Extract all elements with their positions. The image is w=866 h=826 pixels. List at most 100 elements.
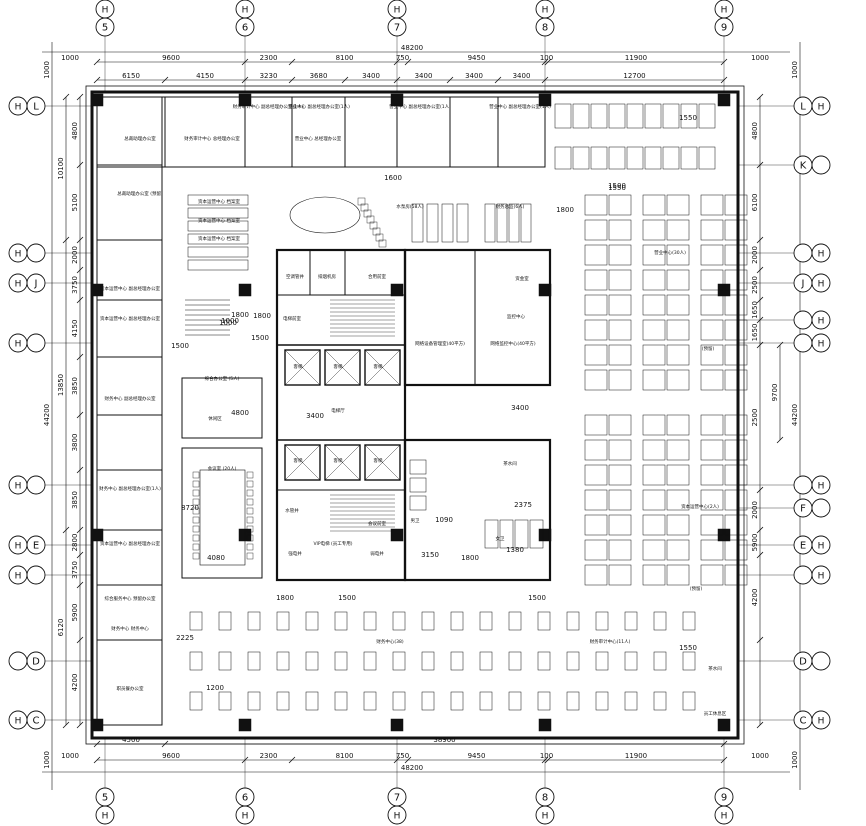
- toilet-stall: [529, 519, 544, 549]
- workstation: [584, 244, 608, 266]
- workstation: [642, 439, 666, 461]
- chair: [246, 543, 254, 551]
- workstation: [363, 611, 377, 631]
- workstation: [608, 194, 632, 216]
- room-label: 员工休息区: [704, 710, 727, 717]
- workstation: [700, 194, 724, 216]
- archive-shelf: [187, 233, 249, 245]
- room-label: 总裁助理办公室: [124, 135, 156, 142]
- axis-top-sub: [95, 0, 115, 19]
- room-label: 监控中心: [507, 313, 525, 320]
- axis-bottom-sub-id: H: [721, 812, 728, 822]
- dim-text: 100: [540, 752, 553, 760]
- axis-right-sub: [811, 475, 831, 495]
- axis-right-sub-id: H: [818, 572, 825, 582]
- office-room: [96, 164, 163, 241]
- axis-left-sub: [8, 333, 28, 353]
- inner-dim-text: 1800: [253, 312, 271, 320]
- workstation: [642, 369, 666, 391]
- dim-tick: [62, 236, 70, 244]
- workstation: [479, 651, 493, 671]
- workstation: [666, 564, 690, 586]
- dim-text: 1000: [791, 61, 799, 79]
- axis-bottom-sub-id: H: [102, 812, 109, 822]
- workstation: [642, 269, 666, 291]
- room-label: 综合办公室 (5人): [205, 375, 240, 382]
- axis-left-sub-id: H: [15, 542, 22, 552]
- room-label: 营业中心(30人): [654, 249, 686, 256]
- inner-dim-text: 1800: [231, 311, 249, 319]
- axis-left-sub: [8, 565, 28, 585]
- dim-tick: [76, 466, 84, 474]
- structural-column: [390, 528, 404, 542]
- workstation: [642, 514, 666, 536]
- office-room: [96, 529, 163, 586]
- workstation: [608, 439, 632, 461]
- workstation: [584, 219, 608, 241]
- workstation: [450, 691, 464, 711]
- axis-top-id: 5: [102, 23, 108, 34]
- dim-text: 3850: [71, 377, 79, 395]
- workstation: [608, 244, 632, 266]
- axis-right-sub: [811, 310, 831, 330]
- dim-text: 2300: [260, 54, 278, 62]
- dim-tick: [76, 721, 84, 729]
- inner-dim-text: 1500: [608, 182, 626, 190]
- dim-tick: [62, 93, 70, 101]
- chair: [192, 498, 200, 506]
- axis-top-id: 9: [721, 23, 727, 34]
- workstation: [595, 611, 609, 631]
- inner-dim-text: 3400: [306, 412, 324, 420]
- axis-left-id: D: [32, 657, 40, 668]
- workstation: [724, 464, 748, 486]
- chair: [246, 516, 254, 524]
- workstation: [666, 319, 690, 341]
- workstation: [392, 691, 406, 711]
- workstation: [584, 464, 608, 486]
- workstation: [682, 611, 696, 631]
- axis-bottom-sub-id: H: [394, 812, 401, 822]
- workstation: [666, 439, 690, 461]
- room-label: 营业中心 副总经理办公室(1人): [389, 103, 451, 110]
- room-label: 会议室 (20人): [208, 465, 237, 472]
- room-label: 资本运营中心 副总经理办公室: [100, 285, 160, 292]
- workstation: [508, 651, 522, 671]
- dim-tick: [404, 756, 412, 764]
- dim-text: 12700: [623, 72, 645, 80]
- axis-right-sub: [811, 333, 831, 353]
- axis-top-sub-id: H: [542, 6, 549, 16]
- workstation: [682, 651, 696, 671]
- workstation: [666, 414, 690, 436]
- axis-bottom-sub: [387, 805, 407, 825]
- chair: [246, 471, 254, 479]
- axis-left-sub: [8, 710, 28, 730]
- workstation: [584, 369, 608, 391]
- room-label: 资本运营中心 档案室: [198, 235, 240, 242]
- workstation: [608, 344, 632, 366]
- chair: [246, 480, 254, 488]
- chair: [372, 227, 381, 236]
- office-room: [96, 299, 163, 358]
- dim-text: 5900: [71, 604, 79, 622]
- office-room: [96, 96, 166, 168]
- dim-text: 3750: [71, 561, 79, 579]
- axis-left-sub-id: H: [15, 250, 22, 260]
- dim-tick: [62, 721, 70, 729]
- axis-bottom-sub: [535, 805, 555, 825]
- workstation: [642, 464, 666, 486]
- workstation: [608, 514, 632, 536]
- axis-right: [793, 310, 813, 330]
- chair: [246, 507, 254, 515]
- workstation: [724, 439, 748, 461]
- workstation: [666, 514, 690, 536]
- room-label: 资本运营中心 档案室: [198, 198, 240, 205]
- dim-text: 1000: [43, 61, 51, 79]
- workstation: [680, 146, 698, 170]
- workstation: [450, 651, 464, 671]
- inner-dim-text: 1500: [528, 594, 546, 602]
- dim-text: 10100: [57, 157, 65, 179]
- room-label: 茶水间: [708, 665, 722, 672]
- elevator-car: [324, 444, 361, 481]
- axis-bottom-sub: [95, 805, 115, 825]
- workstation: [700, 414, 724, 436]
